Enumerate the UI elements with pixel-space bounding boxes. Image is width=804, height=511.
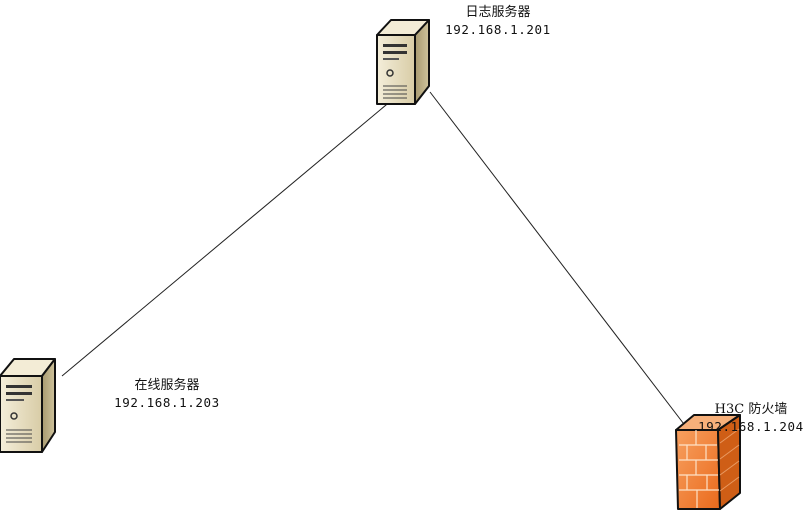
online-server-ip: 192.168.1.203 [114, 395, 220, 410]
log-server-label: 日志服务器 192.168.1.201 [444, 4, 552, 38]
firewall-label: H3C 防火墙 192.168.1.204 [696, 401, 804, 435]
firewall-icon[interactable] [675, 414, 741, 510]
link-log-to-online [61, 99, 393, 377]
firewall-ip: 192.168.1.204 [698, 419, 804, 434]
online-server-name: 在线服务器 [134, 378, 200, 393]
online-server-label: 在线服务器 192.168.1.203 [112, 377, 222, 411]
log-server-ip: 192.168.1.201 [445, 22, 551, 37]
firewall-name: H3C 防火墙 [714, 402, 788, 417]
link-log-to-firewall [429, 91, 691, 433]
online-server-icon[interactable] [0, 358, 56, 453]
log-server-name: 日志服务器 [465, 5, 531, 20]
log-server-icon[interactable] [376, 19, 430, 105]
